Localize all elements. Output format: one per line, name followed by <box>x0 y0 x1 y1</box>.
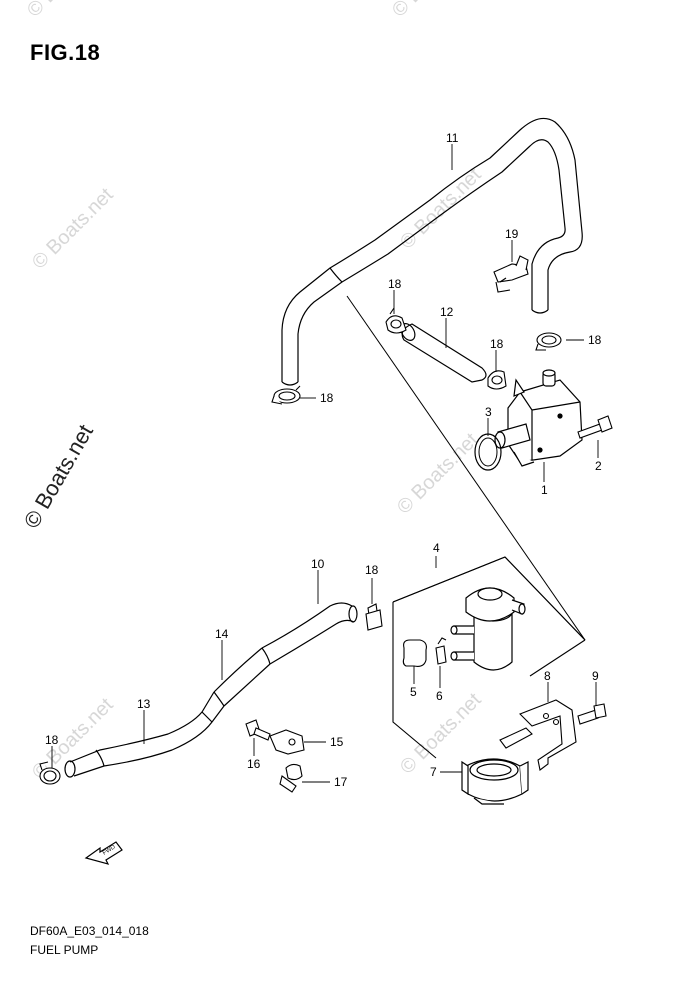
assembly-leader-lines <box>346 295 586 641</box>
part-19-clip <box>493 255 529 293</box>
callout-18: 18 <box>365 563 379 577</box>
callout-3: 3 <box>485 405 492 419</box>
callout-18: 18 <box>588 333 602 347</box>
part-13-hose <box>64 691 225 778</box>
part-2-bolt <box>577 415 613 439</box>
watermark-text-dark: © Boats.net <box>19 420 98 532</box>
callout-19: 19 <box>505 227 519 241</box>
part-18-clamp <box>271 385 301 405</box>
part-18-clamp <box>487 370 507 390</box>
callout-7: 7 <box>430 765 437 779</box>
fuel-filter <box>450 587 526 671</box>
watermark-text: © Boats.net <box>28 184 118 274</box>
callout-1: 1 <box>541 483 548 497</box>
callout-labels: 11 19 18 12 18 18 18 3 2 1 4 18 10 14 5 … <box>45 131 602 789</box>
callout-6: 6 <box>436 689 443 703</box>
callout-18: 18 <box>490 337 504 351</box>
figure-title: FIG.18 <box>30 40 101 65</box>
part-12-hose <box>400 323 487 383</box>
part-11-hose <box>281 117 583 386</box>
watermark-text: © Boats.net <box>388 0 478 22</box>
fwd-arrow-icon: FWD <box>84 841 123 865</box>
callout-5: 5 <box>410 685 417 699</box>
callout-4: 4 <box>433 541 440 555</box>
part-18-clamp <box>365 603 383 631</box>
watermark-text: © Boats.net <box>396 164 486 254</box>
part-4-filter-assembly <box>392 556 586 759</box>
callout-17: 17 <box>334 775 348 789</box>
part-18-clamp <box>39 761 61 785</box>
part-17-clip <box>279 763 303 793</box>
callout-13: 13 <box>137 697 151 711</box>
callout-12: 12 <box>440 305 454 319</box>
callout-14: 14 <box>215 627 229 641</box>
callout-16: 16 <box>247 757 261 771</box>
callout-2: 2 <box>595 459 602 473</box>
callout-18: 18 <box>45 733 59 747</box>
part-5-cap <box>402 639 427 667</box>
callout-11: 11 <box>446 131 459 145</box>
part-8-bracket <box>499 699 577 771</box>
callout-18: 18 <box>388 277 402 291</box>
part-15-bracket <box>269 729 305 755</box>
part-16-bolt <box>245 719 271 741</box>
watermark-text: © Boats.net <box>23 0 113 22</box>
drawing-code: DF60A_E03_014_018 <box>30 924 149 938</box>
part-18-clamp <box>385 307 407 334</box>
figure-name: FUEL PUMP <box>30 943 99 957</box>
part-6-clamp <box>435 637 447 665</box>
callout-8: 8 <box>544 669 551 683</box>
callout-18: 18 <box>320 391 334 405</box>
part-1-fuel-pump <box>494 369 583 467</box>
callout-10: 10 <box>311 557 325 571</box>
callout-15: 15 <box>330 735 344 749</box>
part-18-clamp <box>535 332 562 351</box>
part-7-mount-ring <box>461 758 529 805</box>
part-9-bolt <box>577 703 607 725</box>
callout-leaders <box>51 144 599 783</box>
part-14-hose <box>213 647 271 707</box>
callout-9: 9 <box>592 669 599 683</box>
part-10-hose <box>261 602 358 665</box>
